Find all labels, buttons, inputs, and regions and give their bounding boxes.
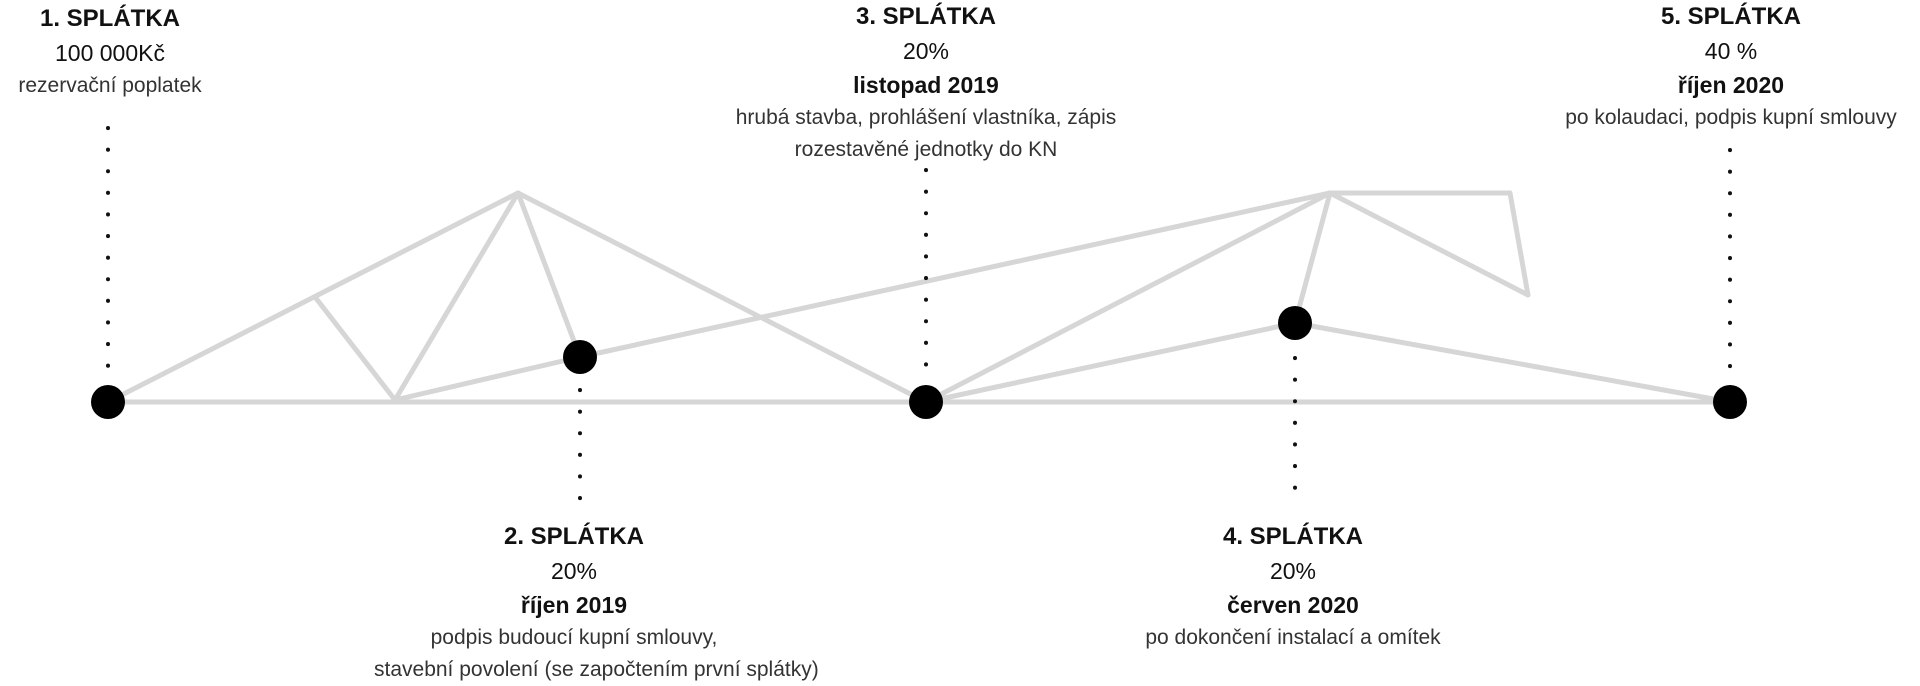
installment-4-label: 4. SPLÁTKA 20% červen 2020 po dokončení … xyxy=(1093,520,1493,654)
node-2 xyxy=(563,340,597,374)
node-1 xyxy=(91,385,125,419)
installment-1-amount: 100 000Kč xyxy=(55,40,165,66)
installment-5-desc-line-1: po kolaudaci, podpis kupní smlouvy xyxy=(1565,106,1897,129)
installment-4-title: 4. SPLÁTKA xyxy=(1222,523,1363,550)
dotted-leaders xyxy=(106,126,1732,502)
installment-2-title: 2. SPLÁTKA xyxy=(503,523,644,550)
truss-right-base xyxy=(1292,320,1733,405)
truss-right-strut xyxy=(1292,190,1333,326)
truss-right-diagonal xyxy=(1327,190,1531,298)
truss-left-strut-b xyxy=(392,190,521,403)
installment-4-date: červen 2020 xyxy=(1227,592,1359,618)
installment-5-title: 5. SPLÁTKA xyxy=(1660,3,1801,30)
installment-5-label: 5. SPLÁTKA 40 % říjen 2020 po kolaudaci,… xyxy=(1481,0,1920,134)
truss-left-diagonal xyxy=(515,190,929,405)
installment-4-desc-line-1: po dokončení instalací a omítek xyxy=(1145,626,1441,649)
node-4 xyxy=(1278,306,1312,340)
node-3 xyxy=(909,385,943,419)
installment-3-desc-line-1: hrubá stavba, prohlášení vlastníka, zápi… xyxy=(735,106,1117,129)
installment-3-amount: 20% xyxy=(902,38,950,64)
installment-2-label: 2. SPLÁTKA 20% říjen 2019 podpis budoucí… xyxy=(374,520,819,686)
installment-3-desc-line-2: rozestavěné jednotky do KN xyxy=(794,138,1058,161)
installment-1-label: 1. SPLÁTKA 100 000Kč rezervační poplatek xyxy=(0,2,260,102)
installment-2-desc-line-1: podpis budoucí kupní smlouvy, xyxy=(430,626,718,649)
installment-5-date: říjen 2020 xyxy=(1677,72,1785,98)
installment-2-desc-line-2: stavební povolení (se započtením první s… xyxy=(374,658,819,681)
installment-2-date: říjen 2019 xyxy=(520,592,628,618)
node-5 xyxy=(1713,385,1747,419)
truss-lines xyxy=(105,190,1733,405)
installment-1-desc-line-1: rezervační poplatek xyxy=(18,74,202,97)
timeline-nodes xyxy=(91,306,1747,419)
installment-3-title: 3. SPLÁTKA xyxy=(855,3,996,30)
truss-right-lower xyxy=(923,320,1298,405)
installment-5-amount: 40 % xyxy=(1704,38,1758,64)
truss-long-chord xyxy=(577,190,1333,360)
installment-1-title: 1. SPLÁTKA xyxy=(39,5,180,32)
installment-4-amount: 20% xyxy=(1269,558,1317,584)
truss-lower-chord xyxy=(392,354,583,403)
truss-right-rafter xyxy=(923,190,1333,405)
installment-2-amount: 20% xyxy=(550,558,598,584)
truss-top-post xyxy=(1507,190,1531,298)
installment-3-label: 3. SPLÁTKA 20% listopad 2019 hrubá stavb… xyxy=(676,0,1176,166)
truss-left-strut-a xyxy=(312,294,398,403)
truss-left-strut-c xyxy=(515,190,583,360)
installment-3-date: listopad 2019 xyxy=(853,72,999,98)
